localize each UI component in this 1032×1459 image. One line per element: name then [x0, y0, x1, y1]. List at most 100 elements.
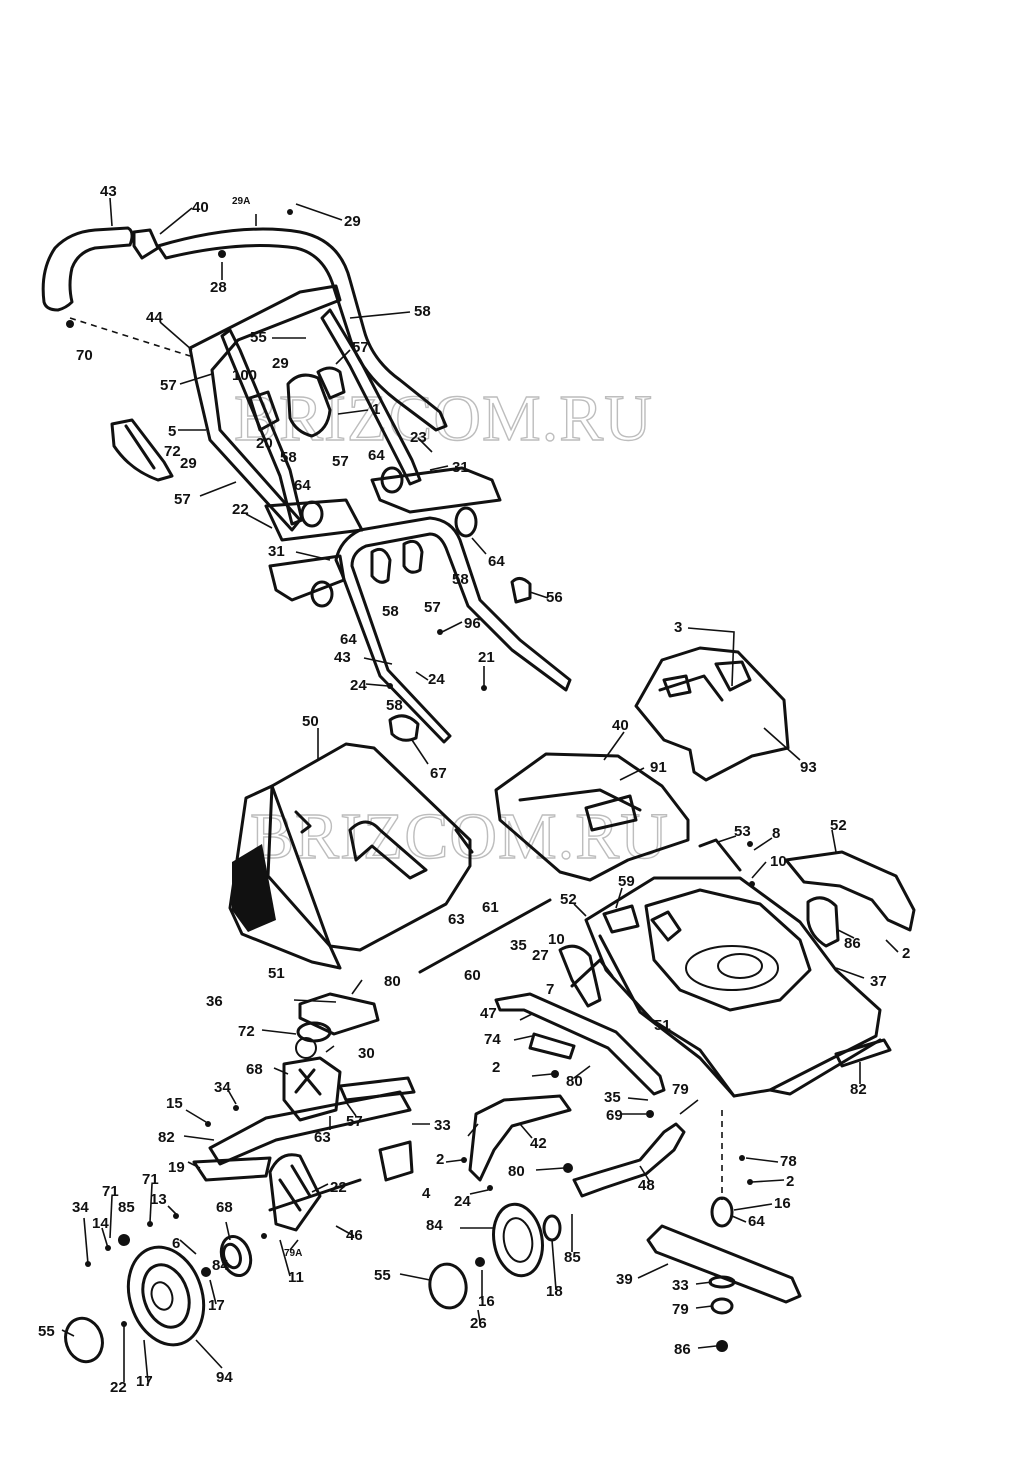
part-label: 8: [772, 825, 780, 842]
part-label: 57: [174, 491, 191, 508]
part-label: 64: [368, 447, 385, 464]
part-label: 79: [672, 1081, 689, 1098]
part-label: 42: [530, 1135, 547, 1152]
part-label: 31: [452, 459, 469, 476]
part-label: 79A: [284, 1248, 302, 1259]
part-label: 58: [280, 449, 297, 466]
part-label: 40: [612, 717, 629, 734]
upper-handle-assembly: [41, 209, 572, 744]
part-label: 53: [734, 823, 751, 840]
leader-lines: [61, 197, 899, 1383]
part-label: 84: [212, 1257, 229, 1274]
part-label: 58: [386, 697, 403, 714]
part-label: 43: [334, 649, 351, 666]
part-label: 86: [674, 1341, 691, 1358]
part-label: 16: [774, 1195, 791, 1212]
part-label: 64: [748, 1213, 765, 1230]
part-label: 51: [268, 965, 285, 982]
part-label: 82: [158, 1129, 175, 1146]
part-label: 33: [434, 1117, 451, 1134]
part-label: 3: [674, 619, 682, 636]
part-label: 58: [452, 571, 469, 588]
part-label: 2: [492, 1059, 500, 1076]
part-label: 35: [510, 937, 527, 954]
part-label: 22: [232, 501, 249, 518]
part-label: 80: [508, 1163, 525, 1180]
part-label: 72: [164, 443, 181, 460]
part-label: 2: [902, 945, 910, 962]
part-label: 96: [464, 615, 481, 632]
part-label: 64: [488, 553, 505, 570]
part-label: 2: [436, 1151, 444, 1168]
part-label: 20: [256, 435, 273, 452]
part-label: 57: [424, 599, 441, 616]
part-label: 35: [604, 1089, 621, 1106]
part-label: 21: [478, 649, 495, 666]
part-label: 33: [672, 1277, 689, 1294]
part-label: 43: [100, 183, 117, 200]
part-label: 71: [102, 1183, 119, 1200]
part-label: 17: [136, 1373, 153, 1390]
part-label: 85: [118, 1199, 135, 1216]
part-label: 79: [672, 1301, 689, 1318]
part-label: 91: [650, 759, 667, 776]
part-label: 22: [330, 1179, 347, 1196]
part-label: 15: [166, 1095, 183, 1112]
part-label: 5: [168, 423, 176, 440]
part-label: 59: [618, 873, 635, 890]
part-label: 63: [448, 911, 465, 928]
part-label: 29: [344, 213, 361, 230]
part-label: 27: [532, 947, 549, 964]
part-label: 34: [214, 1079, 231, 1096]
part-label: 84: [426, 1217, 443, 1234]
mower-deck: [418, 838, 916, 1098]
part-label: 36: [206, 993, 223, 1010]
part-label: 29: [272, 355, 289, 372]
part-label: 55: [250, 329, 267, 346]
part-label: 10: [548, 931, 565, 948]
part-label: 56: [546, 589, 563, 606]
watermark-lower: BRIZCOM.RU: [250, 800, 669, 873]
part-label: 70: [76, 347, 93, 364]
part-label: 72: [238, 1023, 255, 1040]
part-label: 80: [384, 973, 401, 990]
part-labels: 43 40 29A 29 28 58 44 70 55 57 57 100 29…: [38, 183, 910, 1396]
part-label: 18: [546, 1283, 563, 1300]
part-label: 78: [780, 1153, 797, 1170]
part-label: 80: [566, 1073, 583, 1090]
part-label: 74: [484, 1031, 501, 1048]
part-label: 37: [870, 973, 887, 990]
part-label: 58: [414, 303, 431, 320]
part-label: 100: [232, 367, 257, 384]
part-label: 10: [770, 853, 787, 870]
part-label: 24: [454, 1193, 471, 1210]
part-label: 29: [180, 455, 197, 472]
part-label: 39: [616, 1271, 633, 1288]
part-label: 28: [210, 279, 227, 296]
part-label: 94: [216, 1369, 233, 1386]
part-label: 58: [382, 603, 399, 620]
part-label: 34: [72, 1199, 89, 1216]
part-label: 69: [606, 1107, 623, 1124]
part-label: 61: [482, 899, 499, 916]
part-label: 51: [654, 1017, 671, 1034]
part-label: 55: [38, 1323, 55, 1340]
part-label: 85: [564, 1249, 581, 1266]
part-label: 57: [332, 453, 349, 470]
part-label: 26: [470, 1315, 487, 1332]
part-label: 30: [358, 1045, 375, 1062]
part-label: 67: [430, 765, 447, 782]
drive-assembly: [192, 992, 802, 1352]
rear-covers: [494, 646, 790, 882]
part-label: 68: [246, 1061, 263, 1078]
part-label: 31: [268, 543, 285, 560]
part-label: 60: [464, 967, 481, 984]
part-label: 55: [374, 1267, 391, 1284]
part-label: 50: [302, 713, 319, 730]
part-label: 82: [850, 1081, 867, 1098]
part-label: 63: [314, 1129, 331, 1146]
part-label: 16: [478, 1293, 495, 1310]
part-label: 23: [410, 429, 427, 446]
part-label: 24: [428, 671, 445, 688]
